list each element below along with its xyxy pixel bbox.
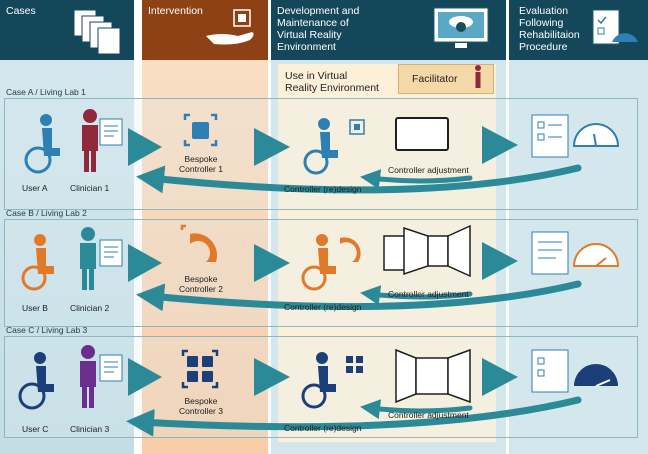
use-vr-line-1: Use in Virtual xyxy=(285,70,348,82)
vr-user-icon xyxy=(301,352,363,409)
chevron-a2 xyxy=(254,128,290,166)
wheelchair-user-icon xyxy=(21,234,54,291)
case-b-controller-line-2: Controller 2 xyxy=(179,284,223,294)
header-evaluation-line-4: Procedure xyxy=(519,41,568,53)
case-a-controller-label: Bespoke Controller 1 xyxy=(176,154,226,174)
gauge-mid-icon xyxy=(572,243,620,267)
document-icon xyxy=(99,354,123,382)
feedback-arrow-a xyxy=(136,164,582,194)
documents-stack-icon xyxy=(73,9,121,55)
document-icon xyxy=(99,239,123,267)
case-c-label: Case C / Living Lab 3 xyxy=(6,325,88,335)
evaluation-document-icon xyxy=(531,349,569,393)
facilitator-icon xyxy=(475,65,481,88)
use-vr-line-2: Reality Environment xyxy=(285,82,379,94)
vr-user-icon xyxy=(301,234,361,291)
controller-square-icon xyxy=(183,113,218,147)
case-a-controller-line-2: Controller 1 xyxy=(179,164,223,174)
case-b-controller-line-1: Bespoke xyxy=(184,274,218,284)
chevron-c2 xyxy=(254,358,290,396)
feedback-arrow-b xyxy=(136,280,582,312)
header-evaluation-line-3: Rehabilitaion xyxy=(519,29,580,41)
wheelchair-user-icon xyxy=(18,352,54,410)
case-c-controller-line-1: Bespoke xyxy=(184,396,218,406)
case-c-redesign-label: Controller (re)design xyxy=(284,423,362,433)
chevron-b2 xyxy=(254,244,290,282)
case-b-adjustment-label: Controller adjustment xyxy=(388,289,469,299)
curved-screen-icon xyxy=(395,348,471,404)
chevron-b1 xyxy=(128,244,162,282)
header-development-line-1: Development and xyxy=(277,5,360,17)
feedback-arrow-c xyxy=(126,396,582,437)
controller-arc-icon xyxy=(180,224,218,262)
flow-chevrons xyxy=(128,126,518,396)
case-a-controller-line-1: Bespoke xyxy=(184,154,218,164)
header-evaluation-label: Evaluation Following Rehabilitaion Proce… xyxy=(519,5,580,53)
chevron-c3 xyxy=(482,358,518,396)
chevron-c1 xyxy=(128,358,162,396)
clinician-icon xyxy=(82,109,98,172)
case-a-label: Case A / Living Lab 1 xyxy=(6,87,86,97)
header-development-label: Development and Maintenance of Virtual R… xyxy=(277,5,359,53)
feedback-arrow-c-small xyxy=(360,399,473,420)
case-b-redesign-label: Controller (re)design xyxy=(284,302,362,312)
evaluation-document-icon xyxy=(531,231,569,275)
clinician-icon xyxy=(80,345,96,408)
vr-user-icon xyxy=(303,118,365,175)
clinician-icon xyxy=(80,227,96,290)
header-evaluation: Evaluation Following Rehabilitaion Proce… xyxy=(509,0,648,60)
case-c-user-label: User C xyxy=(22,424,49,434)
controller-grid-icon xyxy=(181,349,219,389)
case-a-user-label: User A xyxy=(22,183,48,193)
chevron-a1 xyxy=(128,128,162,166)
feedback-arrows xyxy=(126,164,582,437)
wheelchair-user-icon xyxy=(24,114,60,174)
screen-icon xyxy=(395,117,449,151)
case-c-adjustment-label: Controller adjustment xyxy=(388,410,469,420)
case-b-label: Case B / Living Lab 2 xyxy=(6,208,87,218)
gauge-high-icon xyxy=(574,364,618,387)
facilitator-label: Facilitator xyxy=(412,73,458,85)
header-evaluation-line-2: Following xyxy=(519,17,564,29)
monitor-cloud-icon xyxy=(433,7,489,48)
header-intervention-label: Intervention xyxy=(148,5,203,17)
case-c-clinician-label: Clinician 3 xyxy=(70,424,110,434)
case-b-user-label: User B xyxy=(22,303,48,313)
header-development-line-3: Virtual Reality xyxy=(277,29,342,41)
evaluation-document-icon xyxy=(531,114,569,158)
header-cases-label: Cases xyxy=(6,5,36,17)
document-icon xyxy=(99,118,123,146)
header-development-line-4: Environment xyxy=(277,41,336,53)
gauge-low-icon xyxy=(572,123,620,147)
feedback-arrow-a-small xyxy=(360,169,473,190)
chevron-a3 xyxy=(482,126,518,164)
panorama-screen-icon xyxy=(383,224,471,278)
use-vr-label: Use in Virtual Reality Environment xyxy=(285,70,379,94)
feedback-arrow-b-small xyxy=(360,285,473,306)
case-c-controller-line-2: Controller 3 xyxy=(179,406,223,416)
hand-offer-icon xyxy=(206,9,254,45)
chevron-b3 xyxy=(482,242,518,280)
case-b-controller-label: Bespoke Controller 2 xyxy=(176,274,226,294)
case-a-clinician-label: Clinician 1 xyxy=(70,183,110,193)
case-a-adjustment-label: Controller adjustment xyxy=(388,165,469,175)
case-a-redesign-label: Controller (re)design xyxy=(284,184,362,194)
header-development-line-2: Maintenance of xyxy=(277,17,349,29)
case-b-clinician-label: Clinician 2 xyxy=(70,303,110,313)
case-c-controller-label: Bespoke Controller 3 xyxy=(176,396,226,416)
checklist-gauge-icon xyxy=(592,9,638,45)
header-evaluation-line-1: Evaluation xyxy=(519,5,569,17)
